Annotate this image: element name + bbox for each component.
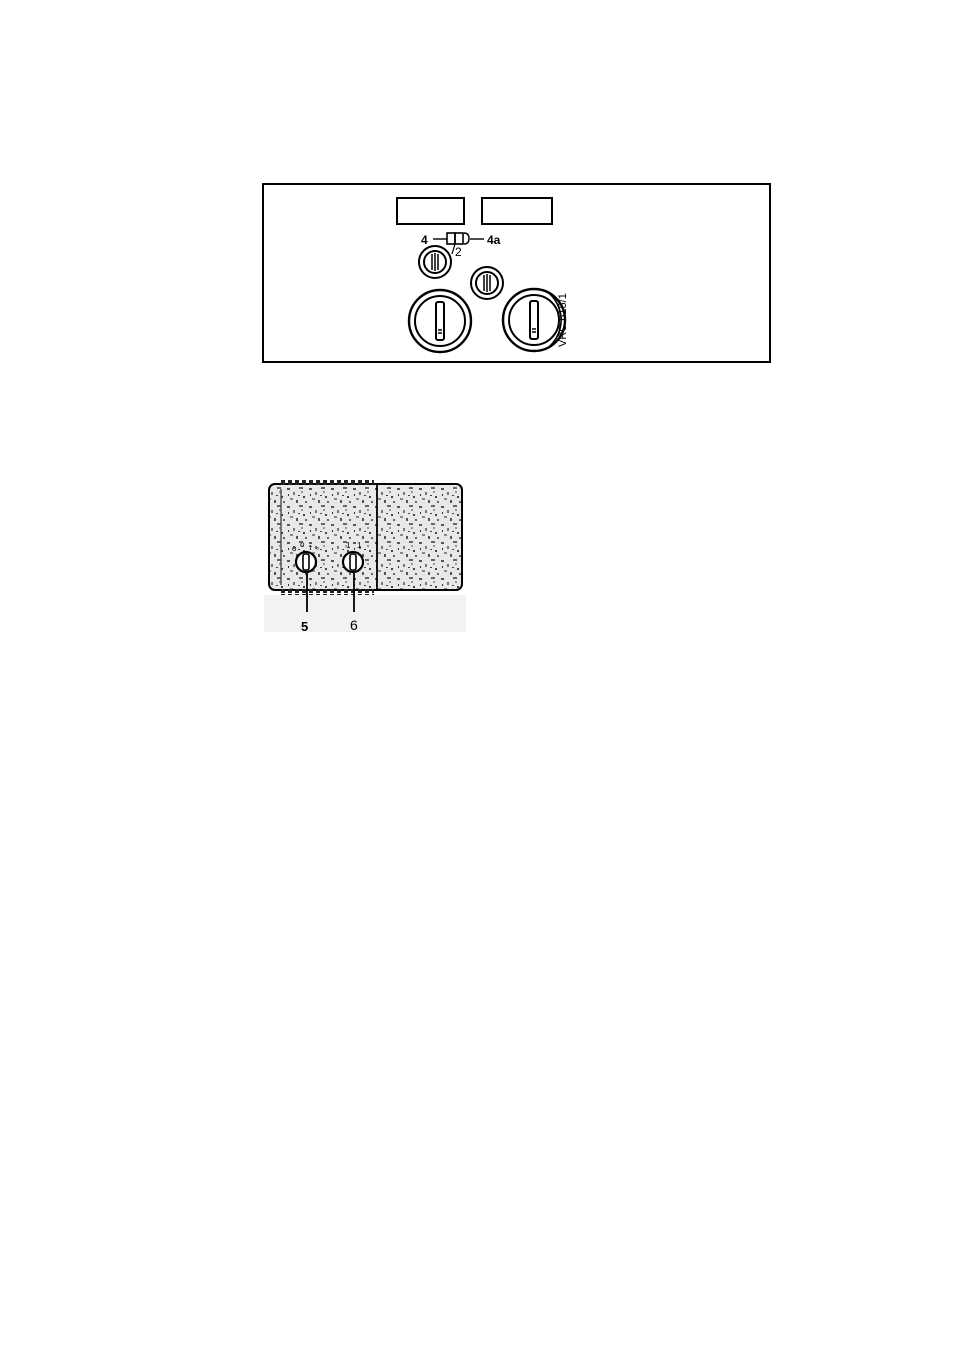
svg-text:o: o <box>292 544 297 553</box>
svg-text:•: • <box>309 542 312 551</box>
svg-text:1: 1 <box>357 541 362 550</box>
callout-label-5: 5 <box>301 619 308 634</box>
vent-top <box>281 479 374 485</box>
svg-text:°: ° <box>316 546 319 555</box>
callout-label-6: 6 <box>350 617 358 633</box>
unit-housing <box>269 484 462 590</box>
vent-bottom <box>281 589 374 595</box>
unit-base <box>264 595 466 632</box>
svg-text:1: 1 <box>346 541 351 550</box>
svg-text:o: o <box>300 540 305 549</box>
